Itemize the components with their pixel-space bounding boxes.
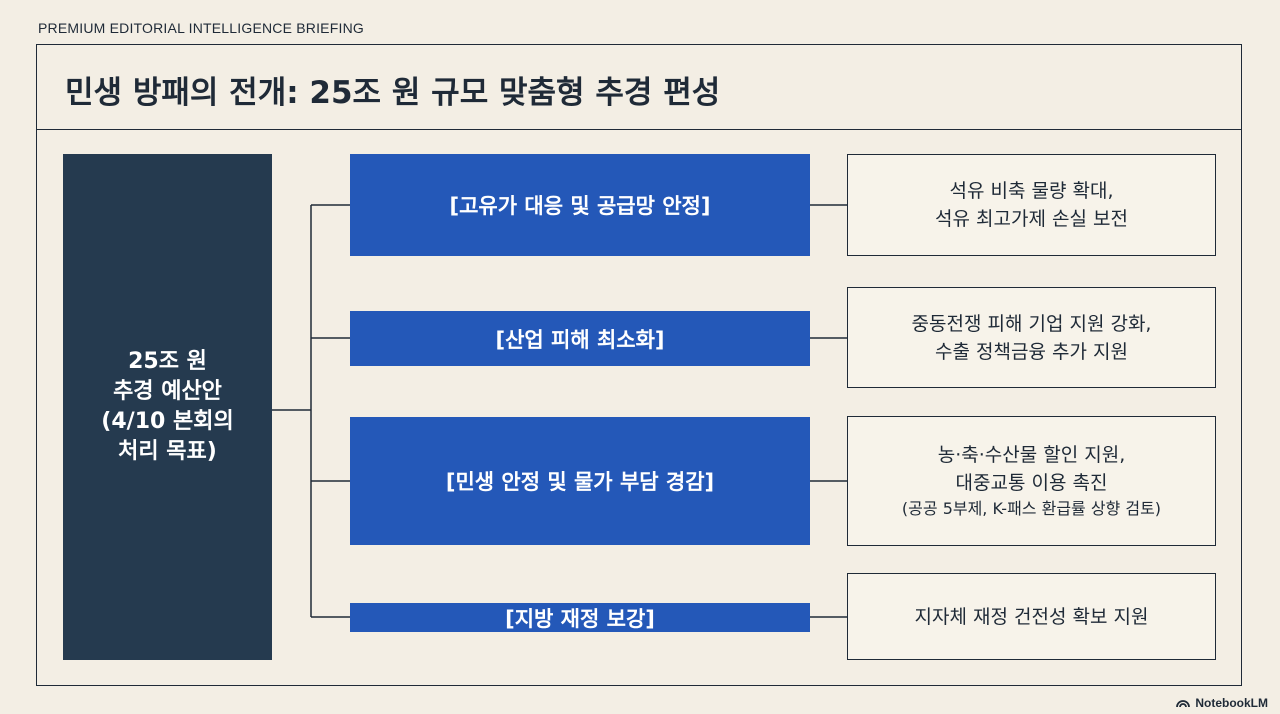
detail-line: 중동전쟁 피해 기업 지원 강화, [911, 312, 1152, 335]
detail-line: 석유 비축 물량 확대, [949, 180, 1114, 202]
detail-line: 수출 정책금융 추가 지원 [935, 340, 1128, 363]
title-bar: 민생 방패의 전개: 25조 원 규모 맞춤형 추경 편성 [37, 45, 1241, 130]
page-title: 민생 방패의 전개: 25조 원 규모 맞춤형 추경 편성 [65, 75, 721, 111]
detail-line: 대중교통 이용 촉진 [955, 472, 1108, 494]
notebooklm-logo: NotebookLM [1176, 696, 1268, 710]
category-label: [고유가 대응 및 공급망 안정] [449, 194, 711, 218]
detail-line: 농·축·수산물 할인 지원, [937, 444, 1126, 466]
root-line: (4/10 본회의 [101, 409, 234, 434]
detail-line: 지자체 재정 건전성 확보 지원 [914, 605, 1149, 628]
detail-note: (공공 5부제, K-패스 환급률 상향 검토) [901, 499, 1162, 518]
header-label: PREMIUM EDITORIAL INTELLIGENCE BRIEFING [38, 20, 364, 36]
category-label: [민생 안정 및 물가 부담 경감] [445, 470, 715, 494]
detail-line: 석유 최고가제 손실 보전 [935, 208, 1128, 230]
diagram-frame: 민생 방패의 전개: 25조 원 규모 맞춤형 추경 편성 [36, 44, 1242, 686]
root-line: 처리 목표) [118, 439, 217, 464]
category-label: [산업 피해 최소화] [495, 327, 665, 352]
category-box-oil: [고유가 대응 및 공급망 안정] [350, 154, 810, 256]
category-box-local-finance: [지방 재정 보강] [350, 603, 810, 632]
logo-text: NotebookLM [1195, 696, 1268, 710]
category-box-industry: [산업 피해 최소화] [350, 311, 810, 366]
root-node: 25조 원 추경 예산안 (4/10 본회의 처리 목표) [63, 154, 272, 660]
detail-box-local-finance: 지자체 재정 건전성 확보 지원 [847, 573, 1216, 660]
category-box-livelihood: [민생 안정 및 물가 부담 경감] [350, 417, 810, 545]
detail-box-oil: 석유 비축 물량 확대, 석유 최고가제 손실 보전 [847, 154, 1216, 256]
root-line: 25조 원 [128, 349, 207, 374]
detail-box-livelihood: 농·축·수산물 할인 지원, 대중교통 이용 촉진 (공공 5부제, K-패스 … [847, 416, 1216, 546]
root-line: 추경 예산안 [113, 379, 222, 404]
category-label: [지방 재정 보강] [505, 606, 655, 631]
notebooklm-logo-icon [1176, 700, 1191, 708]
detail-box-industry: 중동전쟁 피해 기업 지원 강화, 수출 정책금융 추가 지원 [847, 287, 1216, 388]
